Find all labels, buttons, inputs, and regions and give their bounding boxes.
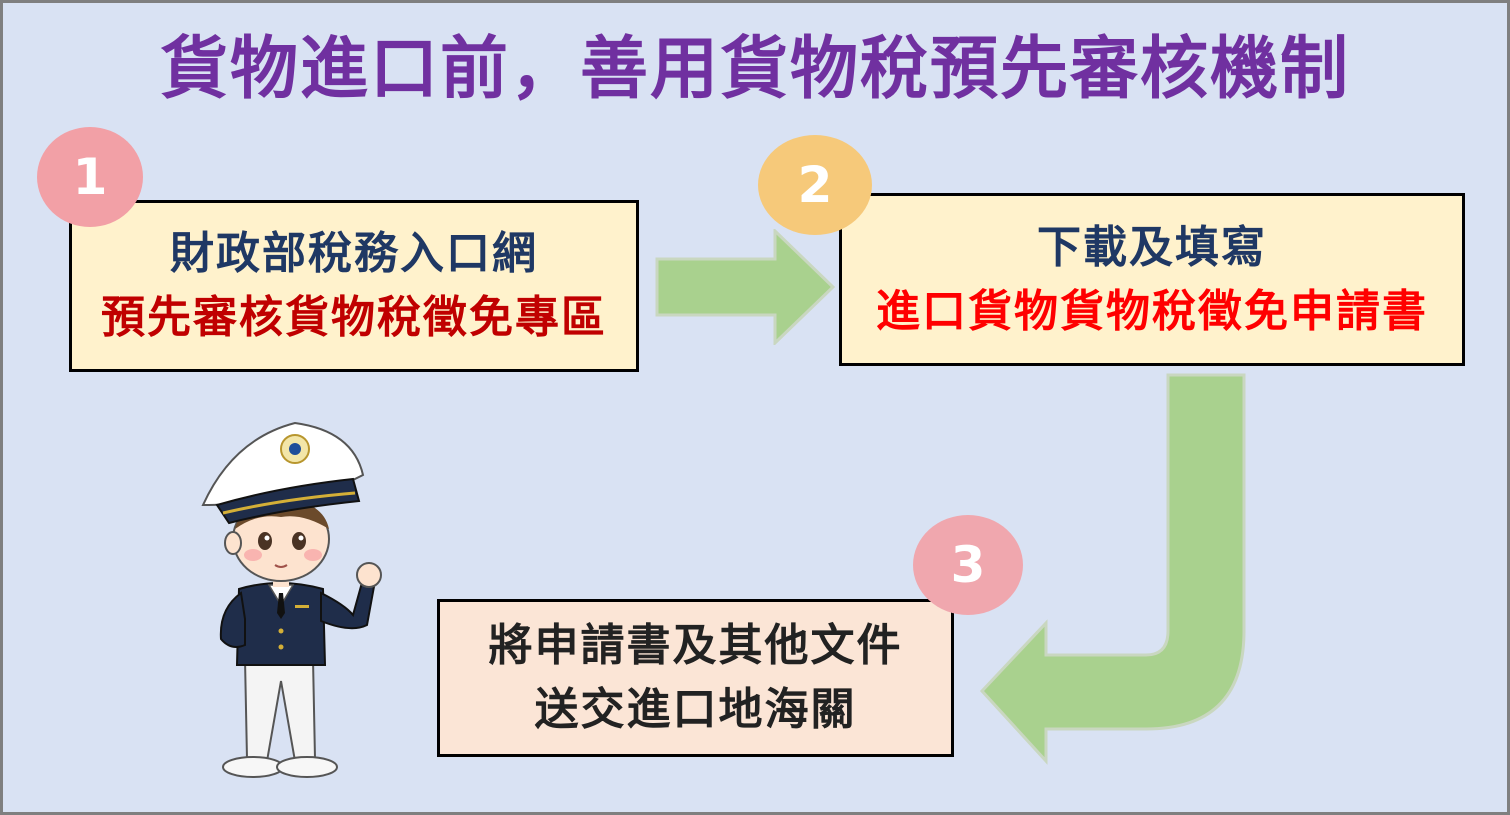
step-2-badge: 2	[758, 135, 872, 235]
step-1-badge: 1	[37, 127, 143, 227]
step-1-line-1: 財政部稅務入口網	[170, 228, 538, 280]
step-3-line-1: 將申請書及其他文件	[488, 620, 903, 672]
step-3-line-2: 送交進口地海關	[534, 684, 857, 735]
step-1-line-2: 預先審核貨物稅徵免專區	[101, 292, 607, 343]
page-title: 貨物進口前，善用貨物稅預先審核機制	[159, 30, 1350, 109]
step-3-box: 將申請書及其他文件 送交進口地海關	[437, 599, 954, 757]
step-2-line-2: 進口貨物貨物稅徵免申請書	[876, 285, 1428, 337]
right-arrow-icon	[655, 229, 835, 345]
step-3-badge: 3	[913, 515, 1023, 615]
step-1-box: 財政部稅務入口網 預先審核貨物稅徵免專區	[69, 200, 639, 372]
customs-officer-icon	[201, 421, 382, 778]
step-2-line-1: 下載及填寫	[1037, 221, 1267, 273]
step-2-box: 下載及填寫 進口貨物貨物稅徵免申請書	[839, 193, 1465, 366]
bent-arrow-icon	[979, 373, 1246, 765]
